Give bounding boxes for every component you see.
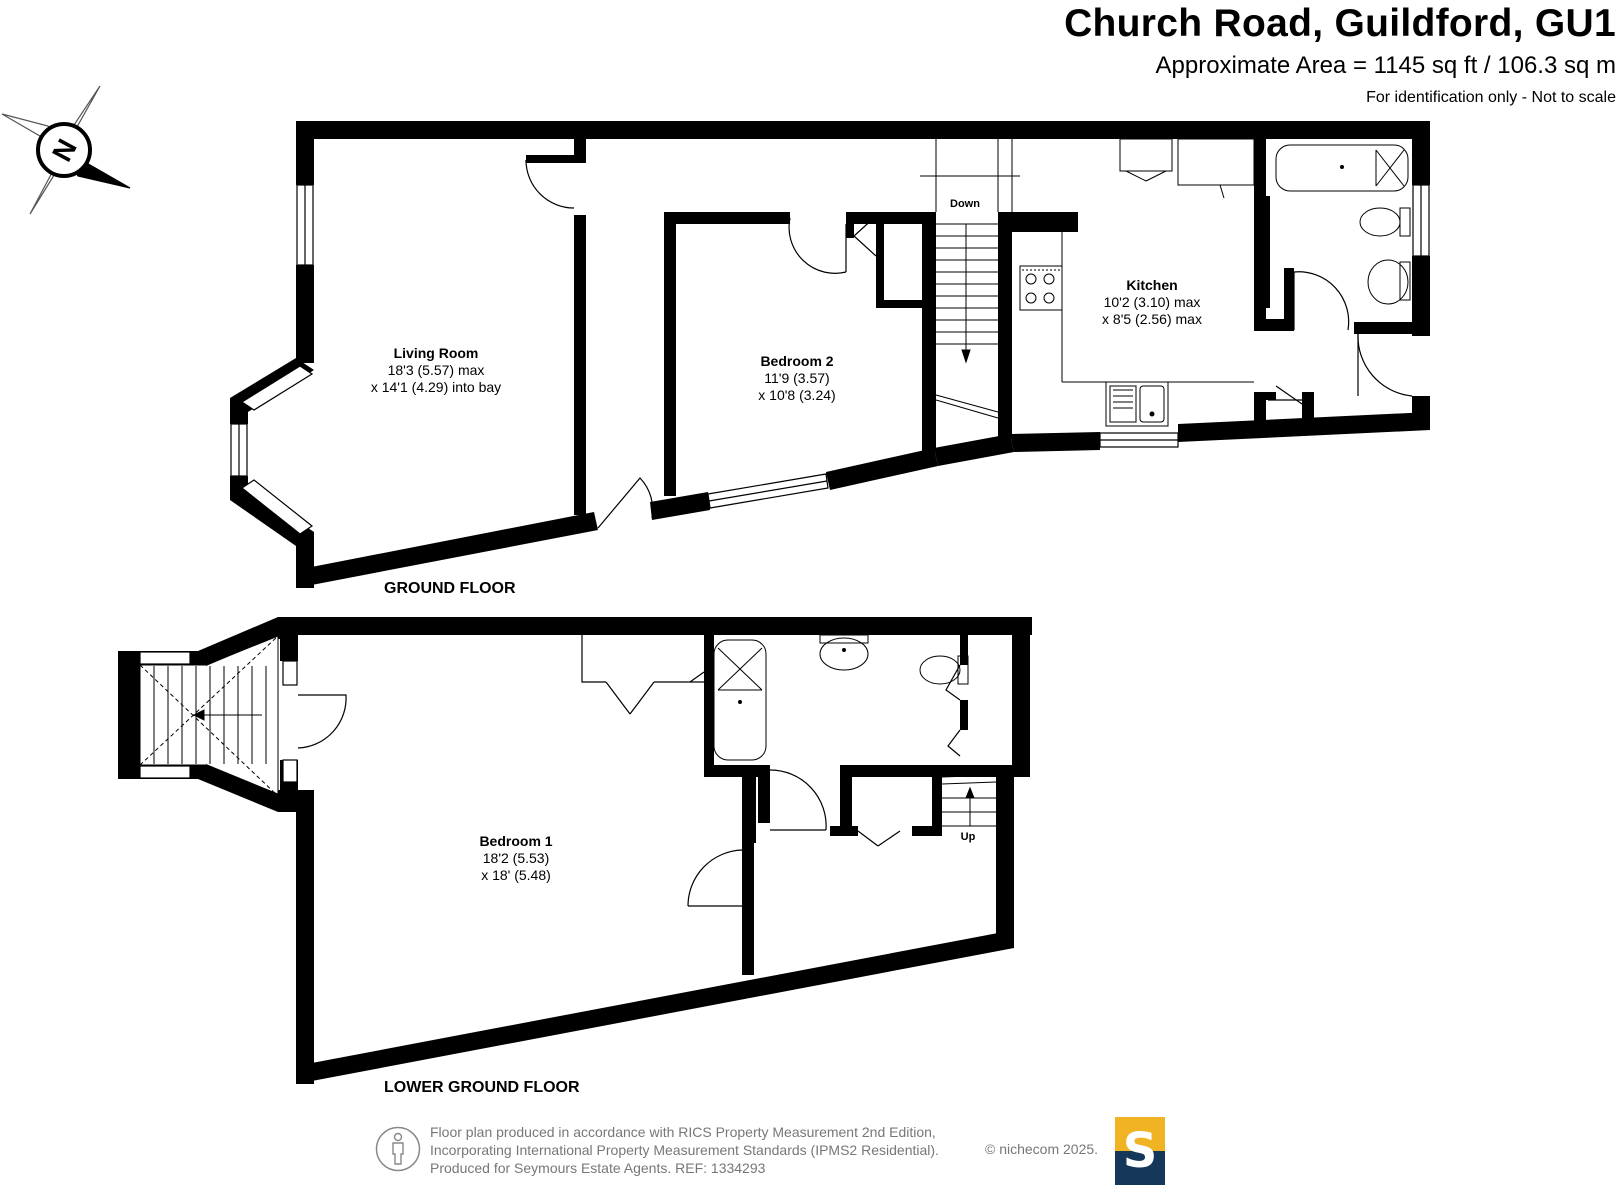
ground-floor-windows <box>230 184 1430 535</box>
footer-line-3: Produced for Seymours Estate Agents. REF… <box>430 1160 766 1176</box>
room-bedroom-1-label: Bedroom 1 18'2 (5.53) x 18' (5.48) <box>479 833 552 883</box>
kitchen-fittings <box>1019 138 1255 427</box>
bedroom-1-dim2: x 18' (5.48) <box>481 867 551 883</box>
agent-logo: S <box>1115 1117 1165 1185</box>
footer-text: Floor plan produced in accordance with R… <box>430 1123 939 1177</box>
kitchen-dim2: x 8'5 (2.56) max <box>1102 311 1202 327</box>
ground-floor-doors <box>525 159 1413 529</box>
lower-ground-floor-walls <box>118 617 1032 1084</box>
room-living-room-label: Living Room 18'3 (5.57) max x 14'1 (4.29… <box>371 345 501 395</box>
approximate-area: Approximate Area = 1145 sq ft / 106.3 sq… <box>1155 52 1617 79</box>
kitchen-name: Kitchen <box>1126 277 1177 293</box>
lower-ground-windows <box>139 651 298 783</box>
room-bedroom-2-label: Bedroom 2 11'9 (3.57) x 10'8 (3.24) <box>758 353 835 403</box>
identification-note: For identification only - Not to scale <box>1366 89 1616 106</box>
logo-letter: S <box>1122 1123 1158 1179</box>
stairs-down-label: Down <box>950 198 980 210</box>
person-icon <box>375 1126 421 1172</box>
copyright: © nichecom 2025. <box>985 1141 1099 1157</box>
lower-ground-doors <box>297 635 961 907</box>
kitchen-dim1: 10'2 (3.10) max <box>1104 294 1201 310</box>
plan-title: Church Road, Guildford, GU1 <box>1064 2 1616 45</box>
ground-floor-bathroom-fittings <box>1275 144 1411 305</box>
ground-floor-label: GROUND FLOOR <box>384 580 516 597</box>
bedroom-1-dim1: 18'2 (5.53) <box>483 850 550 866</box>
lower-ground-front-steps <box>139 635 279 797</box>
bedroom-2-dim1: 11'9 (3.57) <box>764 370 829 386</box>
bedroom-2-dim2: x 10'8 (3.24) <box>758 387 835 403</box>
ground-floor-stairs <box>920 139 1020 419</box>
living-room-dim1: 18'3 (5.57) max <box>388 362 485 378</box>
footer-line-2: Incorporating International Property Mea… <box>430 1142 939 1158</box>
footer-line-1: Floor plan produced in accordance with R… <box>430 1124 936 1140</box>
compass-icon: N <box>1 85 131 215</box>
living-room-name: Living Room <box>394 345 479 361</box>
living-room-dim2: x 14'1 (4.29) into bay <box>371 379 501 395</box>
lower-ground-bathroom-fittings <box>713 634 969 761</box>
lower-ground-stairs <box>941 774 997 827</box>
ground-floor-walls <box>230 121 1430 588</box>
bedroom-2-name: Bedroom 2 <box>760 353 833 369</box>
lower-ground-floor-label: LOWER GROUND FLOOR <box>384 1079 580 1096</box>
stairs-up-label: Up <box>961 831 976 843</box>
bedroom-1-name: Bedroom 1 <box>479 833 552 849</box>
room-kitchen-label: Kitchen 10'2 (3.10) max x 8'5 (2.56) max <box>1102 277 1202 327</box>
